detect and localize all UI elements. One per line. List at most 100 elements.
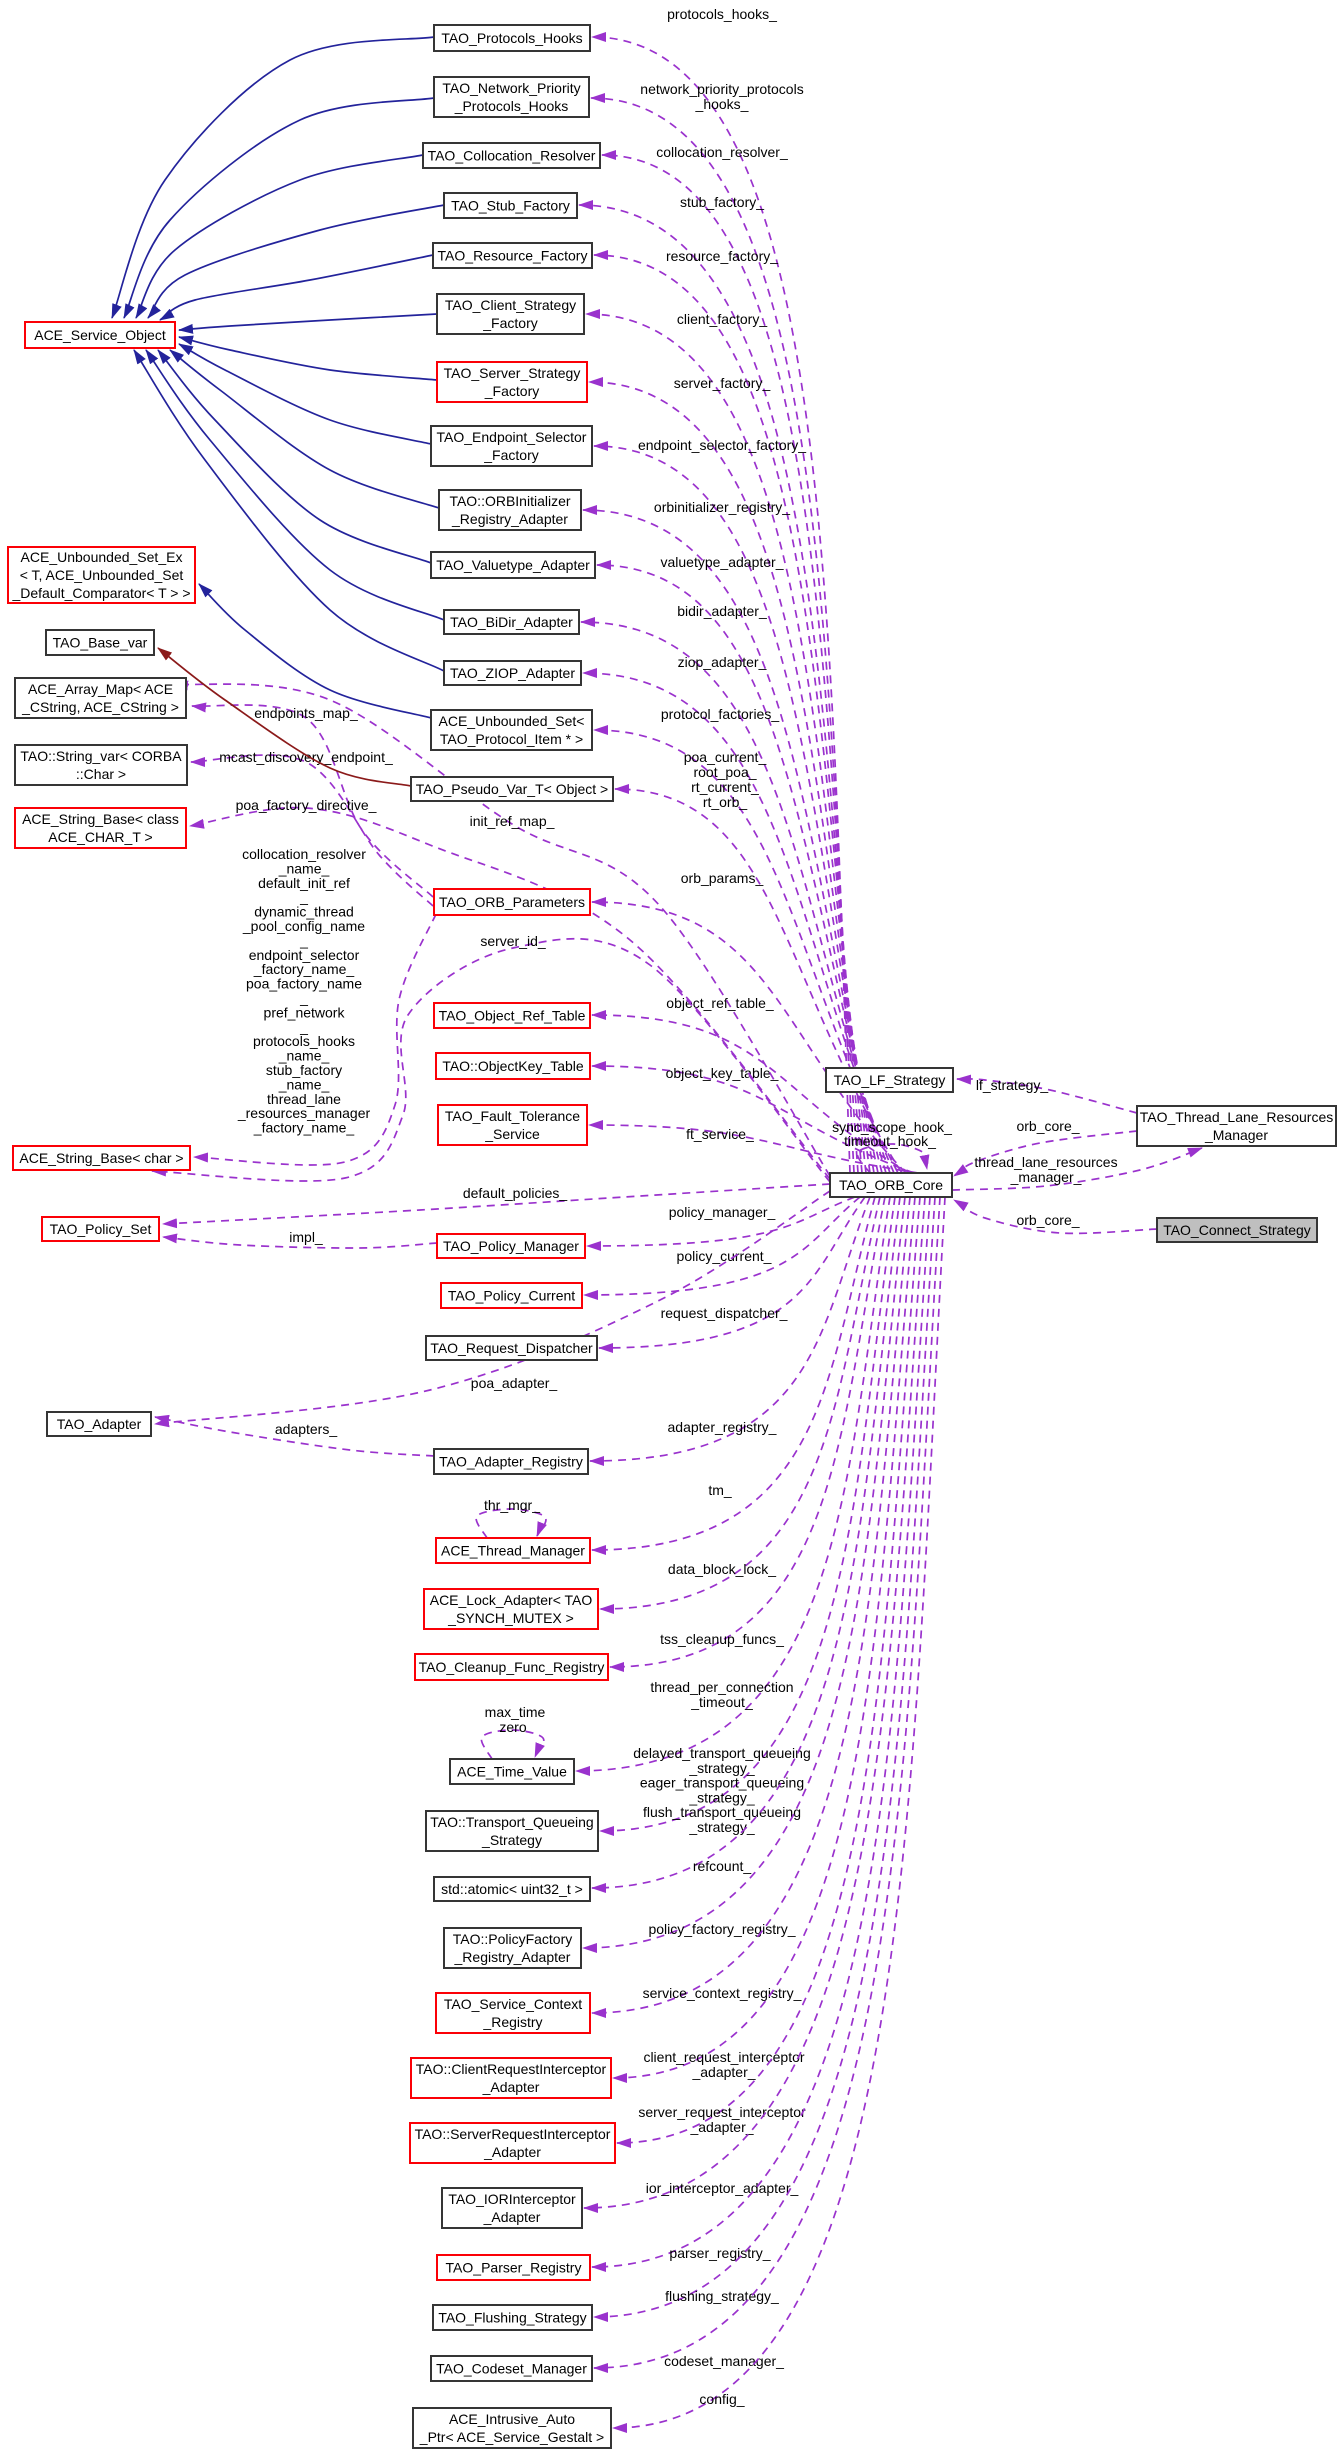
node-box[interactable] xyxy=(422,142,601,169)
node-box[interactable] xyxy=(14,677,187,719)
node-tao-codeset-manager[interactable]: TAO_Codeset_Manager xyxy=(430,2355,593,2382)
node-tao-request-dispatcher[interactable]: TAO_Request_Dispatcher xyxy=(425,1335,598,1361)
node-tao-policy-current[interactable]: TAO_Policy_Current xyxy=(440,1282,583,1309)
node-box[interactable] xyxy=(414,1653,609,1681)
node-tao-client-strategy-factory[interactable]: TAO_Client_Strategy_Factory xyxy=(436,293,585,335)
node-ace-intrusive-auto-ptr[interactable]: ACE_Intrusive_Auto_Ptr< ACE_Service_Gest… xyxy=(412,2407,612,2449)
node-tao-server-strategy-factory[interactable]: TAO_Server_Strategy_Factory xyxy=(436,361,588,403)
node-tao-bidir-adapter[interactable]: TAO_BiDir_Adapter xyxy=(443,609,580,635)
node-tao-clientrequestinterceptor-adapter[interactable]: TAO::ClientRequestInterceptor_Adapter xyxy=(410,2057,612,2099)
node-tao-objectkey-table[interactable]: TAO::ObjectKey_Table xyxy=(435,1052,591,1080)
node-box[interactable] xyxy=(1156,1217,1318,1243)
node-box[interactable] xyxy=(435,1537,591,1564)
node-box[interactable] xyxy=(443,609,580,635)
node-box[interactable] xyxy=(435,1052,591,1080)
node-tao-orbinitializer-registry-adapter[interactable]: TAO::ORBInitializer_Registry_Adapter xyxy=(438,489,582,531)
node-box[interactable] xyxy=(443,192,578,219)
node-tao-endpoint-selector-factory[interactable]: TAO_Endpoint_Selector_Factory xyxy=(430,425,593,467)
node-tao-network-priority-protocols-hooks[interactable]: TAO_Network_Priority_Protocols_Hooks xyxy=(433,76,590,118)
node-box[interactable] xyxy=(449,1758,575,1785)
node-box[interactable] xyxy=(430,2355,593,2382)
node-box[interactable] xyxy=(430,709,593,751)
node-box[interactable] xyxy=(412,2407,612,2449)
node-tao-policy-manager[interactable]: TAO_Policy_Manager xyxy=(436,1233,586,1259)
node-box[interactable] xyxy=(41,1216,160,1242)
node-box[interactable] xyxy=(1136,1105,1337,1147)
node-ace-time-value[interactable]: ACE_Time_Value xyxy=(449,1758,575,1785)
node-box[interactable] xyxy=(425,1810,599,1852)
node-ace-unbounded-set[interactable]: ACE_Unbounded_Set<TAO_Protocol_Item * > xyxy=(430,709,593,751)
node-tao-valuetype-adapter[interactable]: TAO_Valuetype_Adapter xyxy=(430,551,596,579)
node-box[interactable] xyxy=(423,1588,599,1630)
node-tao-protocols-hooks[interactable]: TAO_Protocols_Hooks xyxy=(433,24,591,52)
node-tao-fault-tolerance-service[interactable]: TAO_Fault_Tolerance_Service xyxy=(437,1104,588,1146)
node-tao-flushing-strategy[interactable]: TAO_Flushing_Strategy xyxy=(432,2304,593,2331)
node-box[interactable] xyxy=(437,1104,588,1146)
node-box[interactable] xyxy=(7,546,196,604)
node-box[interactable] xyxy=(829,1172,953,1198)
node-tao-cleanup-func-registry[interactable]: TAO_Cleanup_Func_Registry xyxy=(414,1653,609,1681)
node-box[interactable] xyxy=(12,1145,191,1171)
node-tao-lf-strategy[interactable]: TAO_LF_Strategy xyxy=(825,1067,954,1093)
node-ace-thread-manager[interactable]: ACE_Thread_Manager xyxy=(435,1537,591,1564)
node-box[interactable] xyxy=(435,1992,591,2034)
node-box[interactable] xyxy=(433,888,591,916)
node-box[interactable] xyxy=(46,1411,152,1437)
node-std-atomic-uint32[interactable]: std::atomic< uint32_t > xyxy=(433,1876,591,1902)
node-ace-string-base-char[interactable]: ACE_String_Base< char > xyxy=(12,1145,191,1171)
node-tao-policyfactory-registry-adapter[interactable]: TAO::PolicyFactory_Registry_Adapter xyxy=(443,1927,582,1969)
node-tao-collocation-resolver[interactable]: TAO_Collocation_Resolver xyxy=(422,142,601,169)
node-tao-orb-core[interactable]: TAO_ORB_Core xyxy=(829,1172,953,1198)
node-tao-policy-set[interactable]: TAO_Policy_Set xyxy=(41,1216,160,1242)
node-tao-service-context-registry[interactable]: TAO_Service_Context_Registry xyxy=(435,1992,591,2034)
node-tao-stub-factory[interactable]: TAO_Stub_Factory xyxy=(443,192,578,219)
node-tao-pseudo-var-t[interactable]: TAO_Pseudo_Var_T< Object > xyxy=(410,776,614,802)
node-box[interactable] xyxy=(409,2122,616,2164)
node-box[interactable] xyxy=(432,242,593,269)
node-ace-array-map[interactable]: ACE_Array_Map< ACE_CString, ACE_CString … xyxy=(14,677,187,719)
node-box[interactable] xyxy=(436,2254,591,2281)
node-ace-service-object[interactable]: ACE_Service_Object xyxy=(24,321,176,349)
node-box[interactable] xyxy=(45,629,155,656)
node-tao-adapter[interactable]: TAO_Adapter xyxy=(46,1411,152,1437)
node-tao-thread-lane-resources-manager[interactable]: TAO_Thread_Lane_Resources_Manager xyxy=(1136,1105,1337,1147)
node-box[interactable] xyxy=(433,76,590,118)
node-box[interactable] xyxy=(430,551,596,579)
node-box[interactable] xyxy=(438,489,582,531)
node-box[interactable] xyxy=(436,1233,586,1259)
node-tao-parser-registry[interactable]: TAO_Parser_Registry xyxy=(436,2254,591,2281)
node-tao-connect-strategy[interactable]: TAO_Connect_Strategy xyxy=(1156,1217,1318,1243)
node-tao-string-var[interactable]: TAO::String_var< CORBA::Char > xyxy=(14,744,188,786)
node-ace-lock-adapter[interactable]: ACE_Lock_Adapter< TAO_SYNCH_MUTEX > xyxy=(423,1588,599,1630)
node-tao-iorinterceptor-adapter[interactable]: TAO_IORInterceptor_Adapter xyxy=(441,2187,583,2229)
node-box[interactable] xyxy=(433,1002,591,1029)
node-box[interactable] xyxy=(24,321,176,349)
node-box[interactable] xyxy=(430,425,593,467)
node-tao-resource-factory[interactable]: TAO_Resource_Factory xyxy=(432,242,593,269)
node-box[interactable] xyxy=(443,1927,582,1969)
node-box[interactable] xyxy=(432,2304,593,2331)
node-box[interactable] xyxy=(410,776,614,802)
node-box[interactable] xyxy=(433,1876,591,1902)
node-tao-serverrequestinterceptor-adapter[interactable]: TAO::ServerRequestInterceptor_Adapter xyxy=(409,2122,616,2164)
node-box[interactable] xyxy=(425,1335,598,1361)
node-box[interactable] xyxy=(14,807,187,849)
node-tao-orb-parameters[interactable]: TAO_ORB_Parameters xyxy=(433,888,591,916)
node-ace-unbounded-set-ex[interactable]: ACE_Unbounded_Set_Ex< T, ACE_Unbounded_S… xyxy=(7,546,196,604)
node-box[interactable] xyxy=(433,1448,589,1475)
node-box[interactable] xyxy=(441,2187,583,2229)
node-box[interactable] xyxy=(825,1067,954,1093)
node-tao-base-var[interactable]: TAO_Base_var xyxy=(45,629,155,656)
node-tao-transport-queueing-strategy[interactable]: TAO::Transport_Queueing_Strategy xyxy=(425,1810,599,1852)
node-box[interactable] xyxy=(436,361,588,403)
node-tao-object-ref-table[interactable]: TAO_Object_Ref_Table xyxy=(433,1002,591,1029)
node-box[interactable] xyxy=(440,1282,583,1309)
node-box[interactable] xyxy=(433,24,591,52)
node-box[interactable] xyxy=(410,2057,612,2099)
node-tao-ziop-adapter[interactable]: TAO_ZIOP_Adapter xyxy=(443,660,582,686)
node-box[interactable] xyxy=(436,293,585,335)
node-box[interactable] xyxy=(14,744,188,786)
node-box[interactable] xyxy=(443,660,582,686)
node-tao-adapter-registry[interactable]: TAO_Adapter_Registry xyxy=(433,1448,589,1475)
